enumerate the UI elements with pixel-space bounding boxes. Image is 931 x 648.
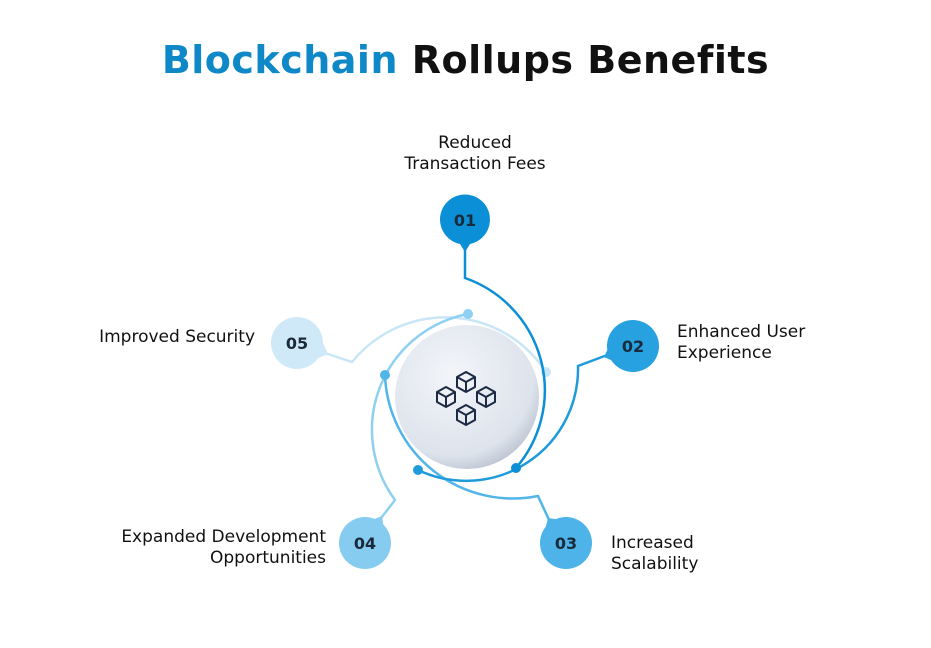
label-line: Scalability <box>611 554 699 574</box>
connector-04-dot <box>463 309 473 319</box>
benefit-label-01: Reduced Transaction Fees <box>380 133 570 175</box>
step-05: 05 <box>271 317 328 369</box>
step-01: 01 <box>439 194 490 252</box>
connector-04 <box>370 312 469 523</box>
label-line: Reduced <box>438 133 512 153</box>
label-line: Opportunities <box>210 548 326 568</box>
center-circle <box>395 325 539 469</box>
connector-02 <box>417 352 611 483</box>
connector-05 <box>321 316 548 373</box>
label-line: Transaction Fees <box>404 154 546 174</box>
step-02: 02 <box>604 320 659 372</box>
connector-01 <box>463 246 546 469</box>
connector-01-dot <box>511 463 521 473</box>
title-accent: Blockchain <box>161 38 399 82</box>
page-title: Blockchain Rollups Benefits <box>0 38 931 82</box>
connector-02-dot <box>413 465 423 475</box>
blockchain-cubes-icon <box>436 371 496 426</box>
step-number: 01 <box>454 211 476 230</box>
step-number: 02 <box>622 337 644 356</box>
connector-03-dot <box>380 370 390 380</box>
label-line: Experience <box>677 343 772 363</box>
benefit-label-03: Increased Scalability <box>611 533 698 575</box>
step-04: 04 <box>339 516 391 569</box>
benefit-label-04: Expanded Development Opportunities <box>60 527 326 569</box>
label-line: Improved Security <box>99 327 255 347</box>
connector-03 <box>383 374 552 523</box>
benefit-label-05: Improved Security <box>40 327 255 348</box>
label-line: Increased <box>611 533 694 553</box>
step-number: 04 <box>354 534 376 553</box>
benefit-label-02: Enhanced User Experience <box>677 322 805 364</box>
step-number: 03 <box>555 534 577 553</box>
step-03: 03 <box>540 517 592 569</box>
step-number: 05 <box>286 334 308 353</box>
label-line: Expanded Development <box>121 527 326 547</box>
label-line: Enhanced User <box>677 322 806 342</box>
title-rest: Rollups Benefits <box>411 38 770 82</box>
